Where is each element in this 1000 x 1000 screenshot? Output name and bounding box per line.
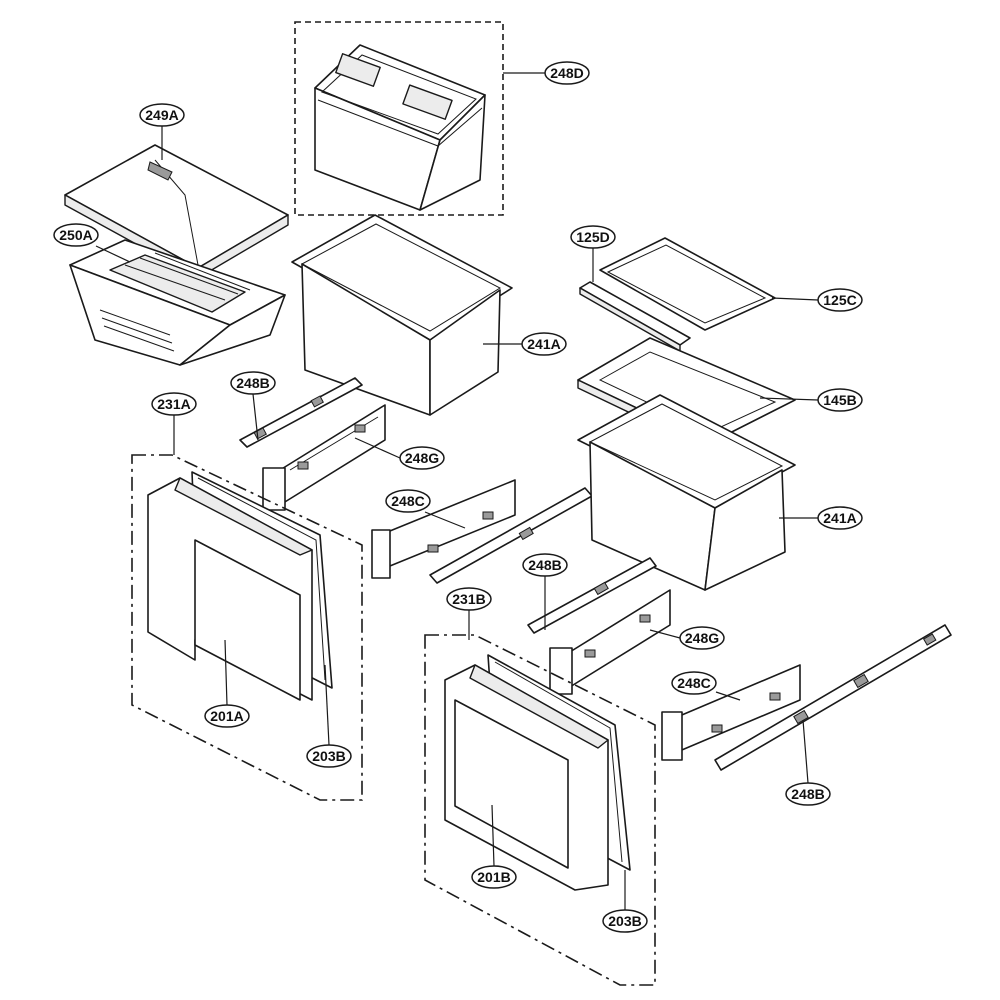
svg-text:203B: 203B	[608, 913, 641, 929]
svg-text:241A: 241A	[823, 510, 856, 526]
callout-231a: 231A	[151, 392, 197, 416]
callout-248g-lower: 248G	[679, 626, 725, 650]
callout-250a: 250A	[53, 223, 99, 247]
svg-text:145B: 145B	[823, 392, 856, 408]
part-248c-bracket-left	[371, 479, 516, 579]
svg-text:248B: 248B	[791, 786, 824, 802]
svg-text:125D: 125D	[576, 229, 609, 245]
callout-241a-lower: 241A	[817, 506, 863, 530]
callout-249a: 249A	[139, 103, 185, 127]
part-125d-frame-rail	[579, 281, 691, 352]
svg-text:248C: 248C	[677, 675, 710, 691]
svg-text:231A: 231A	[157, 396, 190, 412]
part-248d-storage-bin-with-lid	[294, 21, 504, 216]
callout-248c-right: 248C	[671, 671, 717, 695]
callout-248g-upper: 248G	[399, 446, 445, 470]
svg-text:201B: 201B	[477, 869, 510, 885]
callout-125c: 125C	[817, 288, 863, 312]
svg-text:201A: 201A	[210, 708, 243, 724]
callout-203b-right: 203B	[602, 909, 648, 933]
part-241a-lower-bin	[577, 394, 796, 591]
callout-248b-middle: 248B	[522, 553, 568, 577]
svg-text:248G: 248G	[685, 630, 719, 646]
callout-248c-left: 248C	[385, 489, 431, 513]
callout-125d: 125D	[570, 225, 616, 249]
svg-text:125C: 125C	[823, 292, 856, 308]
part-231a-door-assembly	[131, 454, 363, 801]
callout-145b: 145B	[817, 388, 863, 412]
svg-text:203B: 203B	[312, 748, 345, 764]
callout-201b: 201B	[471, 865, 517, 889]
svg-text:250A: 250A	[59, 227, 92, 243]
callout-248d: 248D	[544, 61, 590, 85]
part-250a-tray	[69, 239, 286, 366]
callout-248b-upper-left: 248B	[230, 371, 276, 395]
callout-231b: 231B	[446, 587, 492, 611]
part-231b-door-assembly	[424, 634, 656, 986]
svg-text:248D: 248D	[550, 65, 583, 81]
leader-lines	[95, 72, 819, 910]
svg-text:241A: 241A	[527, 336, 560, 352]
part-248g-bracket-upper	[262, 404, 386, 511]
part-248g-bracket-lower	[549, 589, 671, 695]
svg-text:248B: 248B	[236, 375, 269, 391]
callout-241a-upper: 241A	[521, 332, 567, 356]
callout-203b-left: 203B	[306, 744, 352, 768]
callout-248b-right: 248B	[785, 782, 831, 806]
svg-text:248C: 248C	[391, 493, 424, 509]
callout-201a: 201A	[204, 704, 250, 728]
svg-text:248B: 248B	[528, 557, 561, 573]
part-248c-bracket-right	[661, 664, 801, 761]
svg-text:231B: 231B	[452, 591, 485, 607]
part-241a-upper-bin	[291, 214, 513, 416]
part-248b-slide-rail-upper-left	[239, 377, 363, 448]
svg-text:249A: 249A	[145, 107, 178, 123]
part-248b-slide-rail-right	[714, 624, 952, 771]
svg-text:248G: 248G	[405, 450, 439, 466]
part-248b-slide-rail-lower	[527, 557, 657, 634]
